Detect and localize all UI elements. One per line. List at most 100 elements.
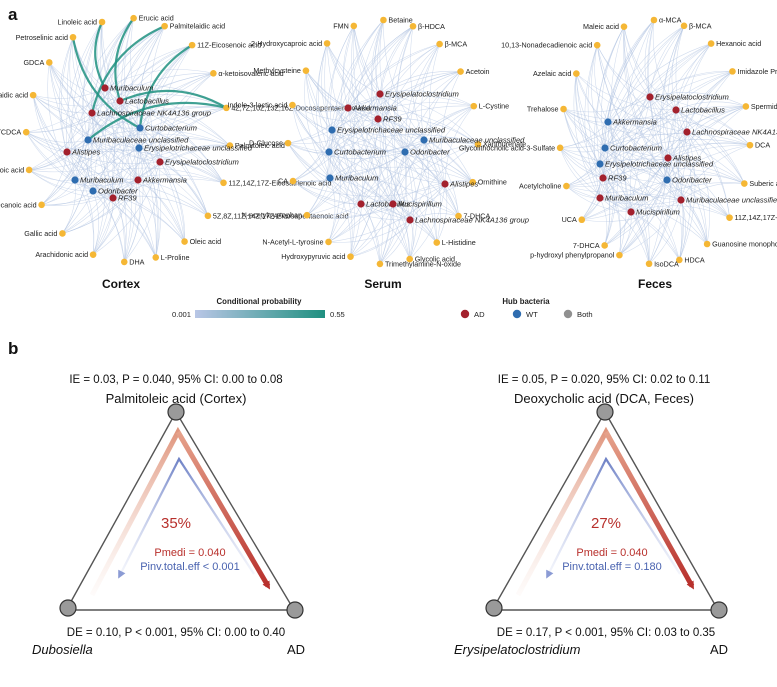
pmedi-right: Pmedi = 0.040	[576, 547, 647, 559]
bacteria-label-muribaculum: Muribaculum	[335, 174, 378, 183]
network-edge	[686, 43, 712, 133]
network-edge	[32, 95, 114, 199]
indirect-arrow-red-left-b	[175, 430, 271, 590]
bacteria-label-akkermansia: Akkermansia	[352, 104, 397, 113]
metabolite-label-linoleic-acid: Linoleic acid	[57, 18, 97, 27]
network-edge	[29, 151, 68, 171]
network-edge	[602, 167, 745, 184]
network-edge	[360, 203, 381, 264]
network-edge	[149, 26, 165, 163]
outcome-node-left	[286, 601, 304, 619]
outer-edge-right-b	[604, 411, 719, 611]
network-edge	[371, 19, 394, 205]
edges	[287, 19, 479, 265]
network-edge	[326, 43, 425, 141]
network-edge	[324, 43, 362, 205]
metabolite-label-d-glucose: D-Glucose	[249, 139, 283, 148]
network-edge	[560, 147, 606, 153]
network-edge	[101, 21, 140, 149]
network-edge	[119, 100, 231, 146]
edges	[25, 17, 231, 263]
indirect-arrow-red-right-b	[603, 430, 695, 590]
ie-text-right: IE = 0.05, P = 0.020, 95% CI: 0.02 to 0.…	[498, 374, 710, 386]
network-edge	[566, 131, 688, 187]
network-edge	[630, 211, 680, 261]
network-edge	[680, 144, 751, 201]
network-edge	[328, 219, 411, 243]
network-edge	[139, 127, 162, 258]
network-edge	[28, 169, 114, 199]
mediation-triangle-left: IE = 0.03, P = 0.040, 95% CI: 0.00 to 0.…	[32, 374, 305, 657]
network-edge	[306, 203, 362, 217]
metabolite-label-mca: β-MCA	[689, 21, 712, 30]
bacteria-label-muribaculum: Muribaculum	[80, 176, 123, 185]
network-edge	[305, 70, 333, 131]
network-edge	[409, 139, 430, 260]
network-edge	[423, 136, 479, 145]
network-edge	[607, 43, 712, 123]
nodes: Gallic acidHeptadecanoic acid10Z-Heptade…	[0, 14, 370, 267]
network-edge	[112, 197, 157, 258]
legend-ad-label: AD	[474, 310, 485, 319]
metabolite-label-heptadecanoic-acid: Heptadecanoic acid	[0, 200, 37, 209]
network-edge	[33, 94, 121, 107]
network-edge	[92, 174, 224, 192]
network-edge	[47, 62, 76, 181]
network-edge	[566, 157, 669, 187]
network-edge	[32, 94, 141, 129]
network-edge	[29, 147, 140, 173]
metabolite-node	[645, 260, 653, 268]
network-edge	[604, 131, 688, 246]
metabolite-node	[741, 180, 748, 187]
network-edge	[604, 179, 668, 246]
network-edge	[623, 19, 655, 213]
network-edge	[377, 118, 473, 183]
network-edge	[575, 73, 604, 179]
network-edge	[630, 43, 712, 213]
metabolite-node	[676, 256, 683, 264]
bacteria-node	[156, 158, 164, 166]
legend-wt-label: WT	[526, 310, 538, 319]
legend-ad-dot	[460, 309, 470, 319]
metabolite-node	[289, 177, 297, 185]
metabolite-label-hydroxypyruvic-acid: Hydroxypyruvic acid	[281, 252, 345, 261]
network-edge	[138, 147, 224, 183]
network-edge	[66, 73, 214, 153]
network-edge	[666, 179, 682, 260]
network-edge	[91, 112, 185, 242]
metabolite-node	[746, 141, 754, 149]
metabolite-node	[22, 128, 30, 136]
network-edge	[26, 112, 93, 133]
metabolite-label-arachidonic-acid: Arachidonic acid	[35, 250, 88, 259]
network-edge	[563, 108, 668, 181]
network-edge	[25, 132, 94, 192]
metabolite-label-11z-eicosenoic-acid: 11Z-Eicosenoic acid	[197, 41, 261, 50]
network-edge	[306, 203, 394, 219]
legend-wt-dot	[512, 309, 522, 319]
bacteria-label-akkermansia: Akkermansia	[142, 176, 187, 185]
metabolite-node	[204, 212, 212, 220]
network-edge	[328, 139, 425, 243]
network-edge	[41, 190, 94, 206]
bacteria-node	[672, 106, 680, 114]
metabolite-label-palmitelaidic-acid: Palmitelaidic acid	[170, 22, 226, 31]
metabolite-node	[347, 253, 354, 260]
hub-legend-title: Hub bacteria	[502, 297, 550, 306]
bacteria-node	[664, 154, 672, 162]
network-edge	[49, 62, 139, 181]
metabolite-label-acetylcholine: Acetylcholine	[519, 182, 561, 191]
metabolite-label-ornithine: Ornithine	[478, 178, 507, 187]
network-edge	[623, 26, 651, 98]
metabolite-label-gallic-acid: Gallic acid	[24, 229, 57, 238]
outer-edge-left-a	[67, 411, 177, 608]
bacteria-label-odoribacter: Odoribacter	[672, 176, 712, 185]
mediator-label-left: Palmitoleic acid (Cortex)	[106, 391, 247, 406]
percent-mediated-right: 27%	[591, 515, 621, 532]
bacteria-label-alistipes: Alistipes	[449, 180, 478, 189]
network-edge	[292, 104, 379, 122]
metabolite-node	[289, 101, 296, 109]
network-edge	[328, 203, 362, 243]
de-text-right: DE = 0.17, P < 0.001, 95% CI: 0.03 to 0.…	[497, 627, 715, 639]
